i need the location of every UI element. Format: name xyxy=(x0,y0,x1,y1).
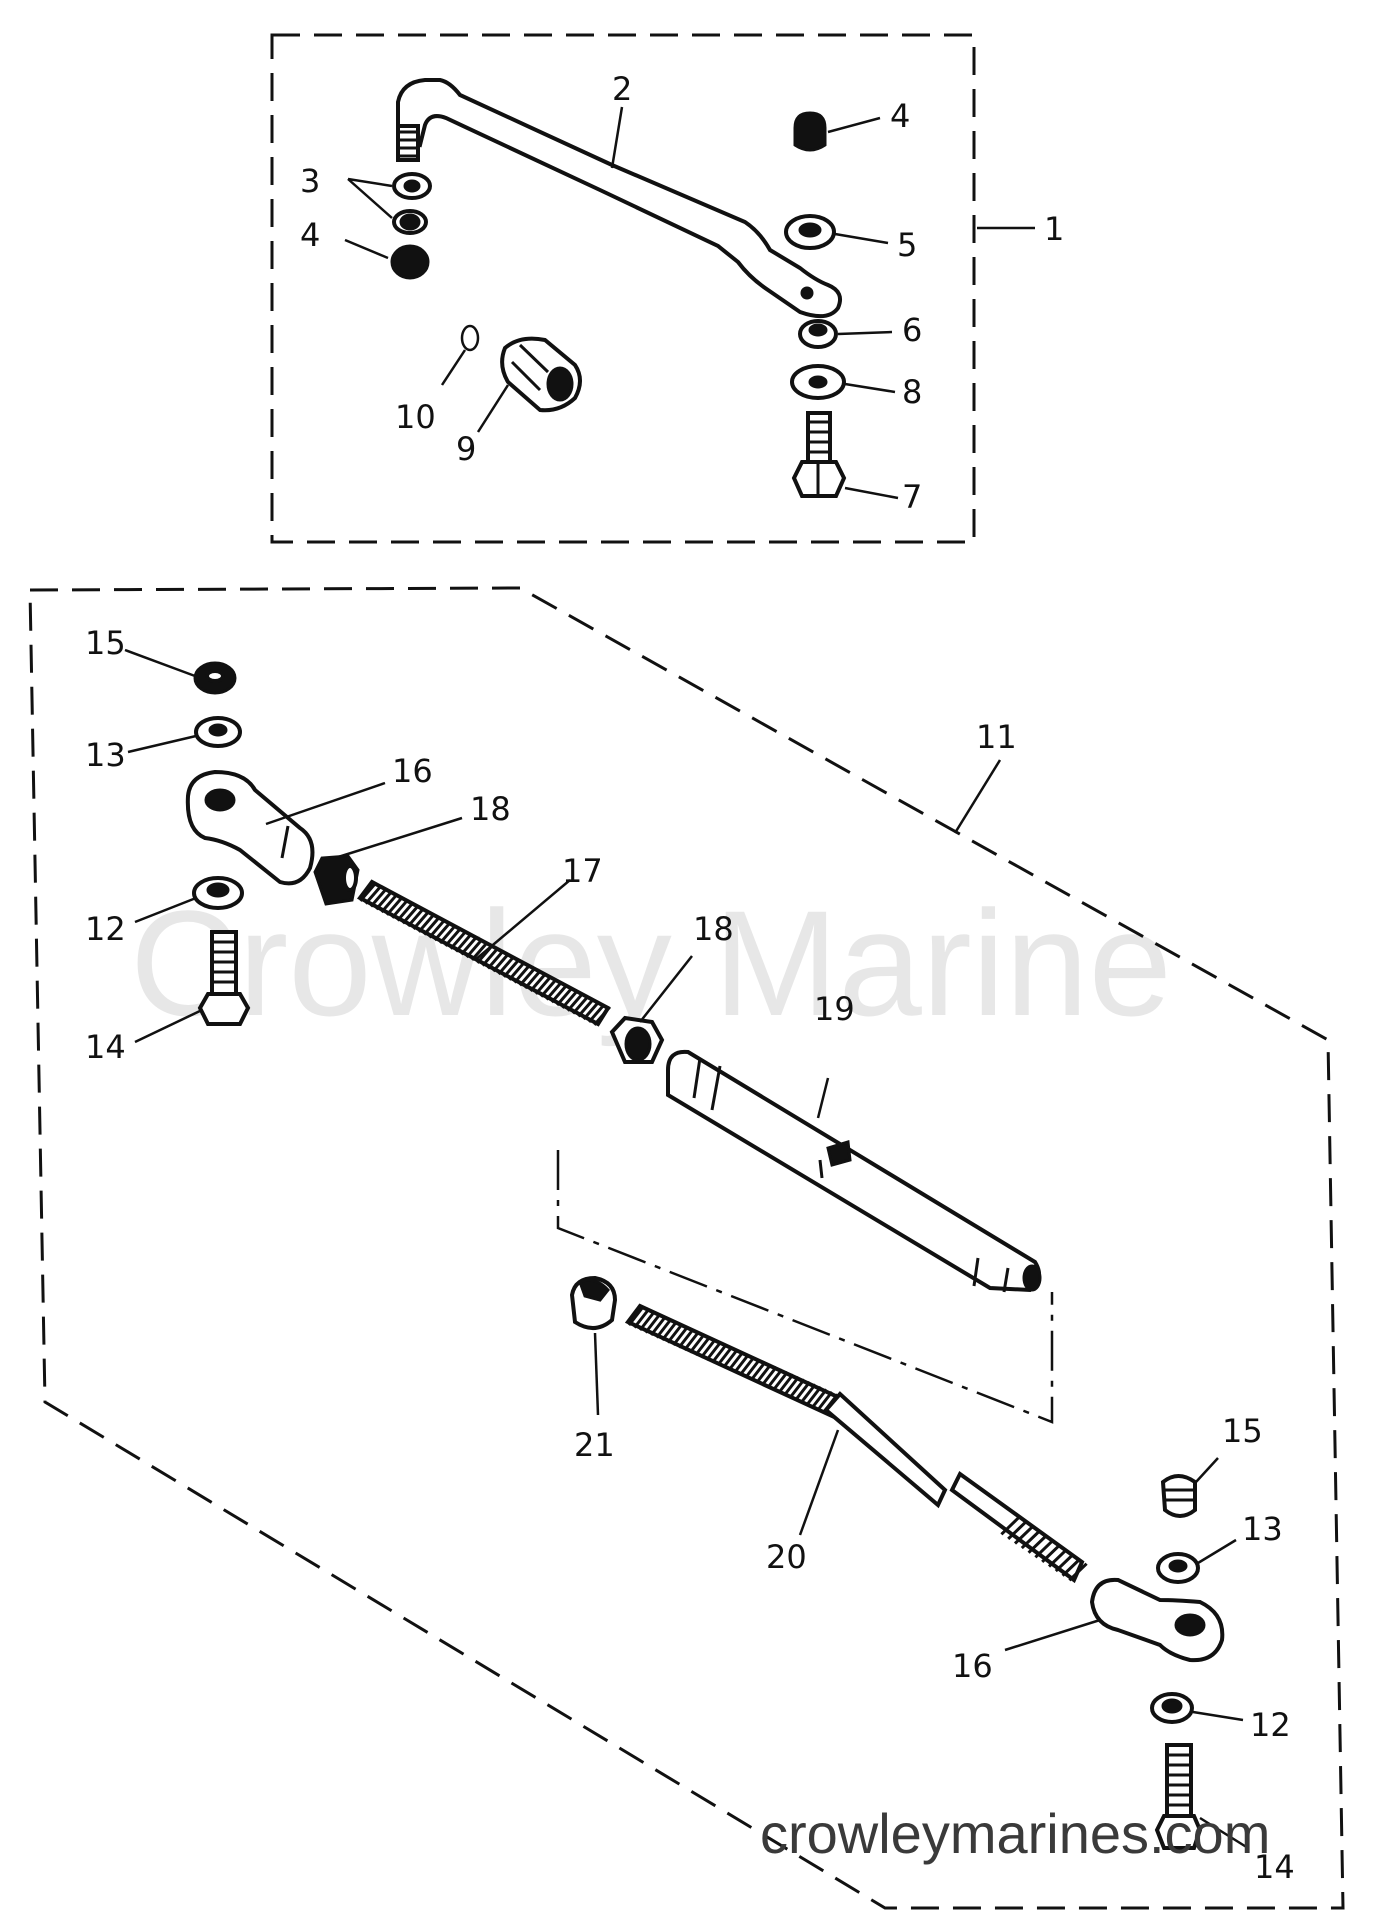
part-7-bolt xyxy=(791,411,899,500)
part-4-nut-left xyxy=(344,238,430,280)
callout-21: 21 xyxy=(574,1426,615,1464)
callout-11: 11 xyxy=(976,718,1017,756)
callout-3: 3 xyxy=(300,162,320,200)
callout-19: 19 xyxy=(814,990,855,1028)
callout-9: 9 xyxy=(456,430,476,468)
callout-6: 6 xyxy=(902,311,922,349)
callout-10: 10 xyxy=(395,398,436,436)
part-10-o-ring xyxy=(440,324,480,386)
group-11-dashed-border xyxy=(28,586,1345,1910)
callout-15-lower: 15 xyxy=(1222,1412,1263,1450)
callout-12-lower: 12 xyxy=(1250,1706,1291,1744)
part-18-nut-second xyxy=(609,955,693,1064)
callout-4-right: 4 xyxy=(890,97,910,135)
part-20-threaded-tube xyxy=(624,1303,1088,1584)
part-5-washer xyxy=(784,214,889,250)
part-18-nut-first xyxy=(313,816,463,906)
callout-2: 2 xyxy=(612,70,632,108)
callout-17: 17 xyxy=(562,852,603,890)
callout-14-upper: 14 xyxy=(85,1028,126,1066)
part-17-threaded-rod xyxy=(356,879,611,1027)
group-1-dashed-border xyxy=(270,33,976,544)
part-6-collar xyxy=(798,319,893,349)
part-3-washers xyxy=(347,172,432,235)
watermark-text: Crowley Marine xyxy=(130,879,1172,1047)
part-2-link-rod xyxy=(396,78,842,319)
part-12-washer-upper xyxy=(134,876,244,924)
part-16-rod-end-upper xyxy=(185,769,386,886)
part-21-cap-nut xyxy=(569,1275,618,1416)
callout-1: 1 xyxy=(1044,210,1064,248)
callout-14-lower: 14 xyxy=(1254,1848,1295,1886)
part-8-washer xyxy=(790,364,896,400)
callout-12-upper: 12 xyxy=(85,910,126,948)
part-13-washer-lower xyxy=(1156,1538,1237,1584)
part-19-tie-bar-sleeve xyxy=(666,1049,1042,1293)
callout-labels: 1 2 3 4 4 5 6 7 8 9 10 11 12 12 13 13 14… xyxy=(85,70,1295,1886)
callout-4-left: 4 xyxy=(300,216,320,254)
part-9-coupler-nut xyxy=(476,336,582,433)
part-12-washer-lower xyxy=(1150,1692,1244,1724)
part-14-bolt-upper xyxy=(134,930,251,1044)
part-13-washer-upper xyxy=(127,716,242,754)
callout-20: 20 xyxy=(766,1538,807,1576)
alignment-dash-dot-line xyxy=(556,1150,1054,1424)
callout-5: 5 xyxy=(897,226,917,264)
part-14-bolt-lower xyxy=(1154,1743,1249,1850)
part-15-nut-lower xyxy=(1160,1457,1219,1518)
part-15-nut-upper xyxy=(124,648,237,695)
callout-8: 8 xyxy=(902,373,922,411)
group-1-steering-link-kit xyxy=(270,33,1035,544)
callout-13-lower: 13 xyxy=(1242,1510,1283,1548)
callout-7: 7 xyxy=(902,478,922,516)
callout-16-lower: 16 xyxy=(952,1647,993,1685)
callout-18-second: 18 xyxy=(693,910,734,948)
callout-15-upper: 15 xyxy=(85,624,126,662)
callout-16-upper: 16 xyxy=(392,752,433,790)
website-text: crowleymarines.com xyxy=(760,1802,1270,1865)
callout-13-upper: 13 xyxy=(85,736,126,774)
part-4-cap-nut xyxy=(793,111,881,152)
part-16-rod-end-lower xyxy=(1004,1577,1225,1663)
callout-18-first: 18 xyxy=(470,790,511,828)
group-11-tie-bar-assembly xyxy=(28,586,1345,1910)
